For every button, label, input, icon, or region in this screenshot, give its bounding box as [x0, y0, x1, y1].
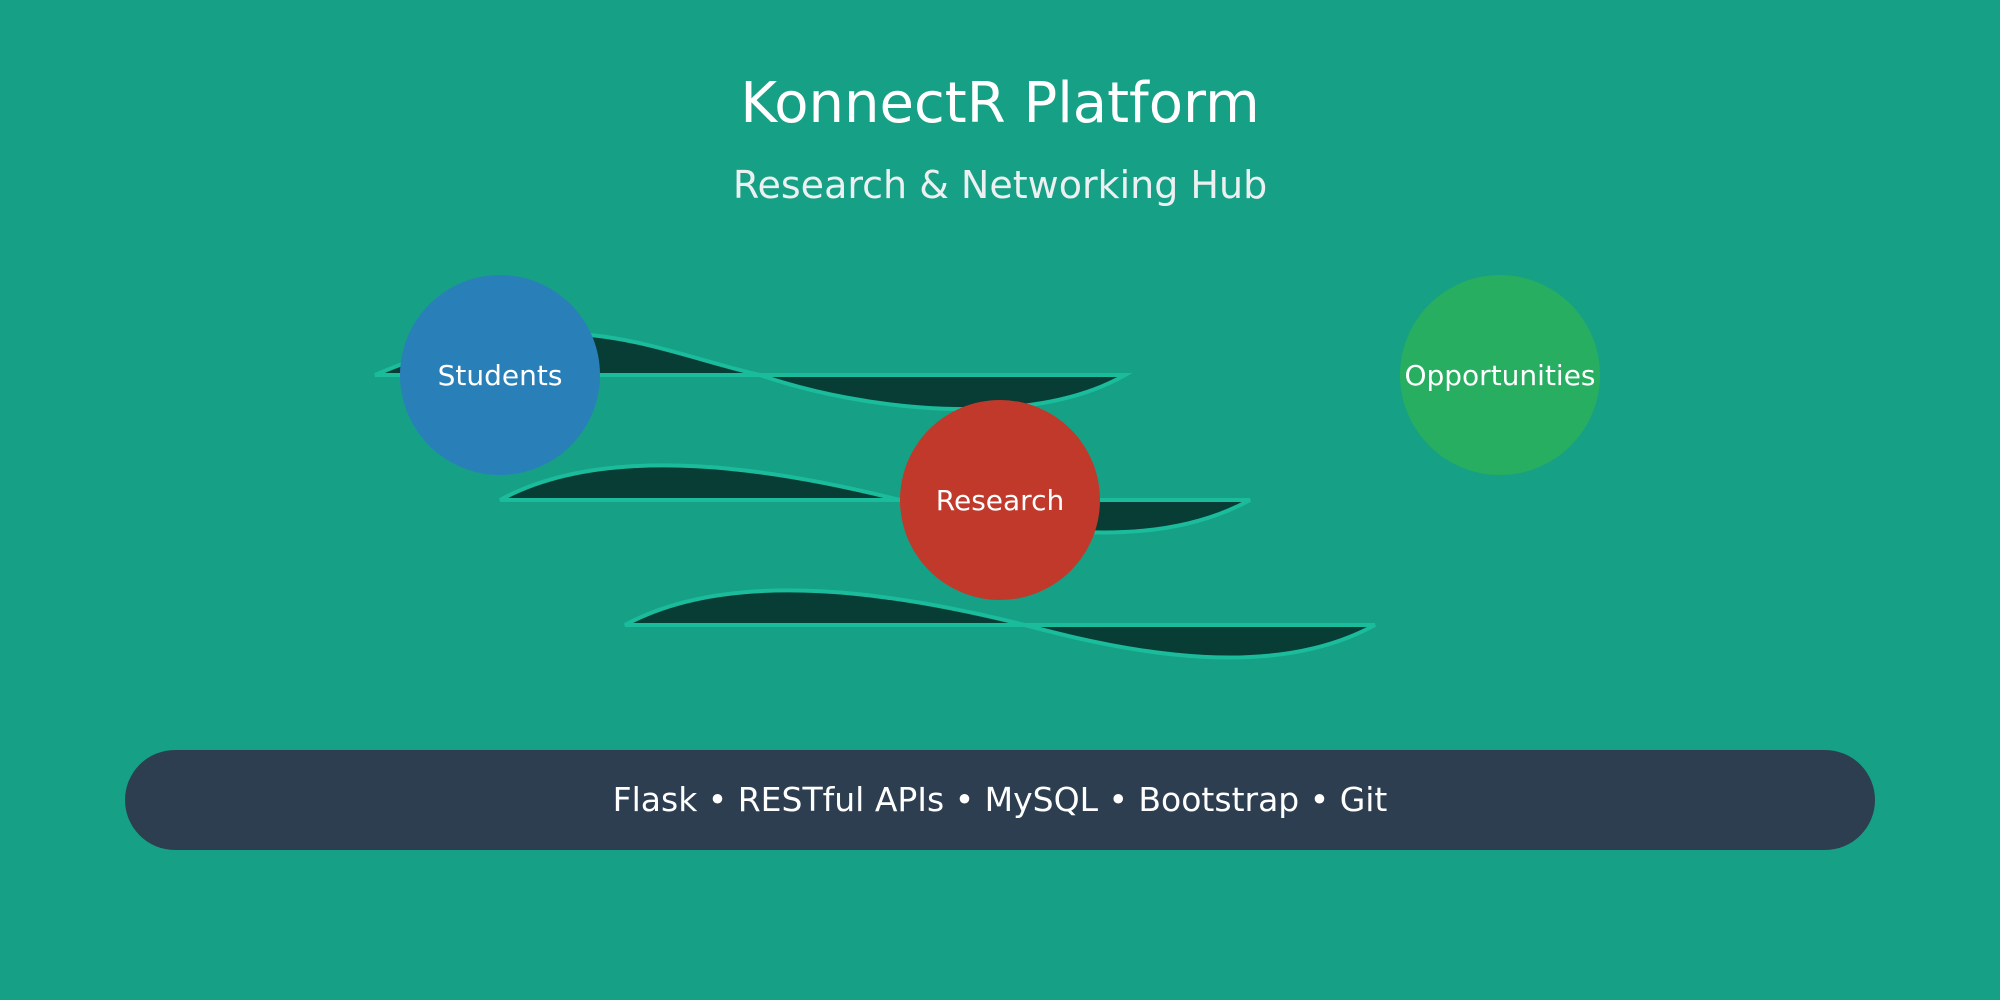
connection-wave-3 [624, 588, 1376, 660]
node-label: Opportunities [1404, 359, 1595, 392]
tech-stack-label: Flask • RESTful APIs • MySQL • Bootstrap… [613, 780, 1388, 819]
node-research[interactable]: Research [900, 400, 1100, 600]
page-title: KonnectR Platform [740, 71, 1259, 136]
node-circle [400, 275, 600, 475]
node-circle [1400, 275, 1600, 475]
tech-stack-bar: Flask • RESTful APIs • MySQL • Bootstrap… [125, 750, 1875, 850]
node-label: Research [936, 484, 1064, 517]
node-opportunities[interactable]: Opportunities [1400, 275, 1600, 475]
node-label: Students [438, 359, 563, 392]
node-students[interactable]: Students [400, 275, 600, 475]
page-subtitle: Research & Networking Hub [733, 163, 1267, 207]
node-circle [900, 400, 1100, 600]
tech-stack-background [125, 750, 1875, 850]
